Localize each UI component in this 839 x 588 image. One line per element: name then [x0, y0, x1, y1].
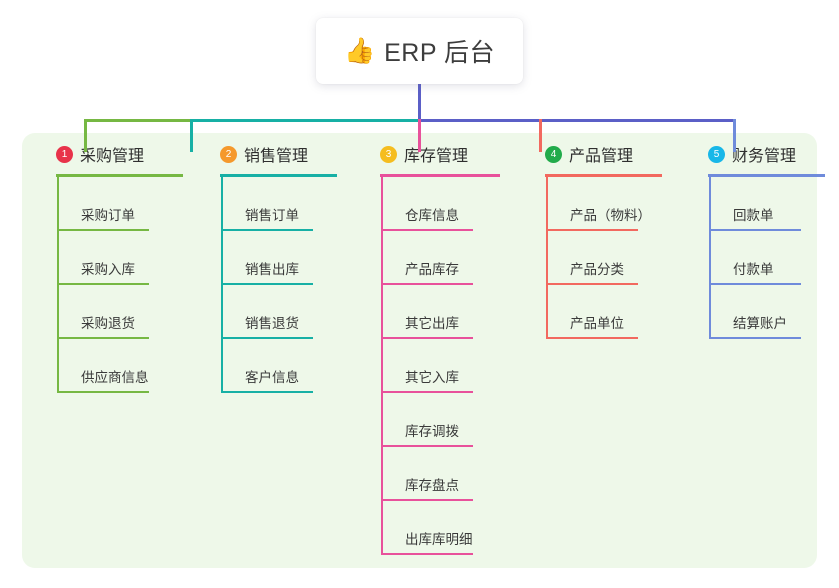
list-item-label: 采购订单: [81, 208, 135, 223]
list-item-rule: [221, 391, 313, 393]
list-item-rule: [221, 283, 313, 285]
column-4: 4 产品管理产品（物料） 产品分类产品单位: [527, 133, 662, 339]
connector-bus-teal: [190, 119, 419, 122]
column-header-rule-5: [708, 174, 825, 177]
list-item-label: 采购入库: [81, 262, 135, 277]
column-1: 1 采购管理采购订单采购入库采购退货供应商信息: [38, 133, 183, 393]
column-header-4[interactable]: 4 产品管理: [527, 133, 633, 175]
list-item-rule: [381, 445, 473, 447]
column-title-4: 产品管理: [569, 148, 634, 165]
column-title-1: 采购管理: [80, 148, 145, 165]
list-item-label: 库存盘点: [405, 478, 459, 493]
list-item-label: 客户信息: [245, 370, 299, 385]
connector-bus-purple: [418, 119, 733, 122]
list-item-rule: [381, 229, 473, 231]
root-node-label: ERP 后台: [384, 39, 496, 67]
connector-drop-4: [539, 119, 542, 152]
column-trunk-5: [709, 177, 711, 339]
diagram-panel: [22, 133, 817, 568]
list-item-label: 产品分类: [570, 262, 624, 277]
column-title-5: 财务管理: [732, 148, 797, 165]
column-trunk-1: [57, 177, 59, 393]
list-item-rule: [546, 337, 638, 339]
list-item-label: 采购退货: [81, 316, 135, 331]
connector-drop-3: [418, 119, 421, 152]
column-badge-4: 4: [545, 145, 562, 163]
column-header-rule-2: [220, 174, 337, 177]
list-item-label: 其它出库: [405, 316, 459, 331]
list-item-rule: [709, 337, 801, 339]
list-item-label: 销售出库: [245, 262, 299, 277]
column-title-3: 库存管理: [404, 148, 469, 165]
column-container: 1 采购管理采购订单采购入库采购退货供应商信息 2 销售管理销售订单销售出库销售退货客…: [22, 133, 825, 568]
column-trunk-3: [381, 177, 383, 555]
list-item-label: 销售退货: [245, 316, 299, 331]
list-item-rule: [57, 229, 149, 231]
column-header-1[interactable]: 1 采购管理: [38, 133, 144, 175]
list-item-rule: [709, 229, 801, 231]
list-item-label: 库存调拨: [405, 424, 459, 439]
list-item-label: 仓库信息: [405, 208, 459, 223]
list-item-rule: [546, 229, 638, 231]
list-item-label: 产品库存: [405, 262, 459, 277]
root-node-card[interactable]: 👍 ERP 后台: [316, 18, 523, 84]
column-title-2: 销售管理: [244, 148, 309, 165]
list-item-rule: [546, 283, 638, 285]
list-item-label: 出库库明细: [405, 532, 473, 547]
list-item-rule: [381, 337, 473, 339]
column-3: 3 库存管理仓库信息产品库存其它出库其它入库库存调拨库存盘点出库库明细: [362, 133, 500, 555]
connector-drop-1: [84, 119, 87, 152]
column-header-rule-3: [380, 174, 500, 177]
list-item-label: 产品单位: [570, 316, 624, 331]
column-badge-3: 3: [380, 145, 397, 163]
connector-drop-5: [733, 119, 736, 152]
column-header-rule-4: [545, 174, 662, 177]
list-item-rule: [221, 229, 313, 231]
list-item-rule: [709, 283, 801, 285]
column-badge-2: 2: [220, 145, 237, 163]
connector-bus-green: [84, 119, 191, 122]
list-item-rule: [381, 283, 473, 285]
column-header-2[interactable]: 2 销售管理: [202, 133, 308, 175]
connector-drop-2: [190, 119, 193, 152]
list-item-label: 其它入库: [405, 370, 459, 385]
list-item-rule: [57, 391, 149, 393]
list-item-label: 付款单: [733, 262, 774, 277]
column-badge-5: 5: [708, 145, 725, 163]
column-trunk-2: [221, 177, 223, 393]
list-item-rule: [57, 283, 149, 285]
list-item-rule: [381, 391, 473, 393]
list-item-label: 回款单: [733, 208, 774, 223]
list-item-rule: [381, 499, 473, 501]
column-badge-1: 1: [56, 145, 73, 163]
list-item-rule: [381, 553, 473, 555]
column-header-3[interactable]: 3 库存管理: [362, 133, 468, 175]
column-header-5[interactable]: 5 财务管理: [690, 133, 796, 175]
thumbs-up-icon: 👍: [343, 36, 376, 65]
connector-stem: [418, 84, 421, 121]
column-trunk-4: [546, 177, 548, 339]
column-5: 5 财务管理回款单付款单结算账户: [690, 133, 825, 339]
column-header-rule-1: [56, 174, 183, 177]
list-item-label: 结算账户: [733, 316, 787, 331]
list-item-rule: [221, 337, 313, 339]
list-item-label: 销售订单: [245, 208, 299, 223]
list-item-label: 产品（物料）: [570, 208, 651, 223]
list-item-rule: [57, 337, 149, 339]
list-item-label: 供应商信息: [81, 370, 149, 385]
column-2: 2 销售管理销售订单销售出库销售退货客户信息: [202, 133, 337, 393]
